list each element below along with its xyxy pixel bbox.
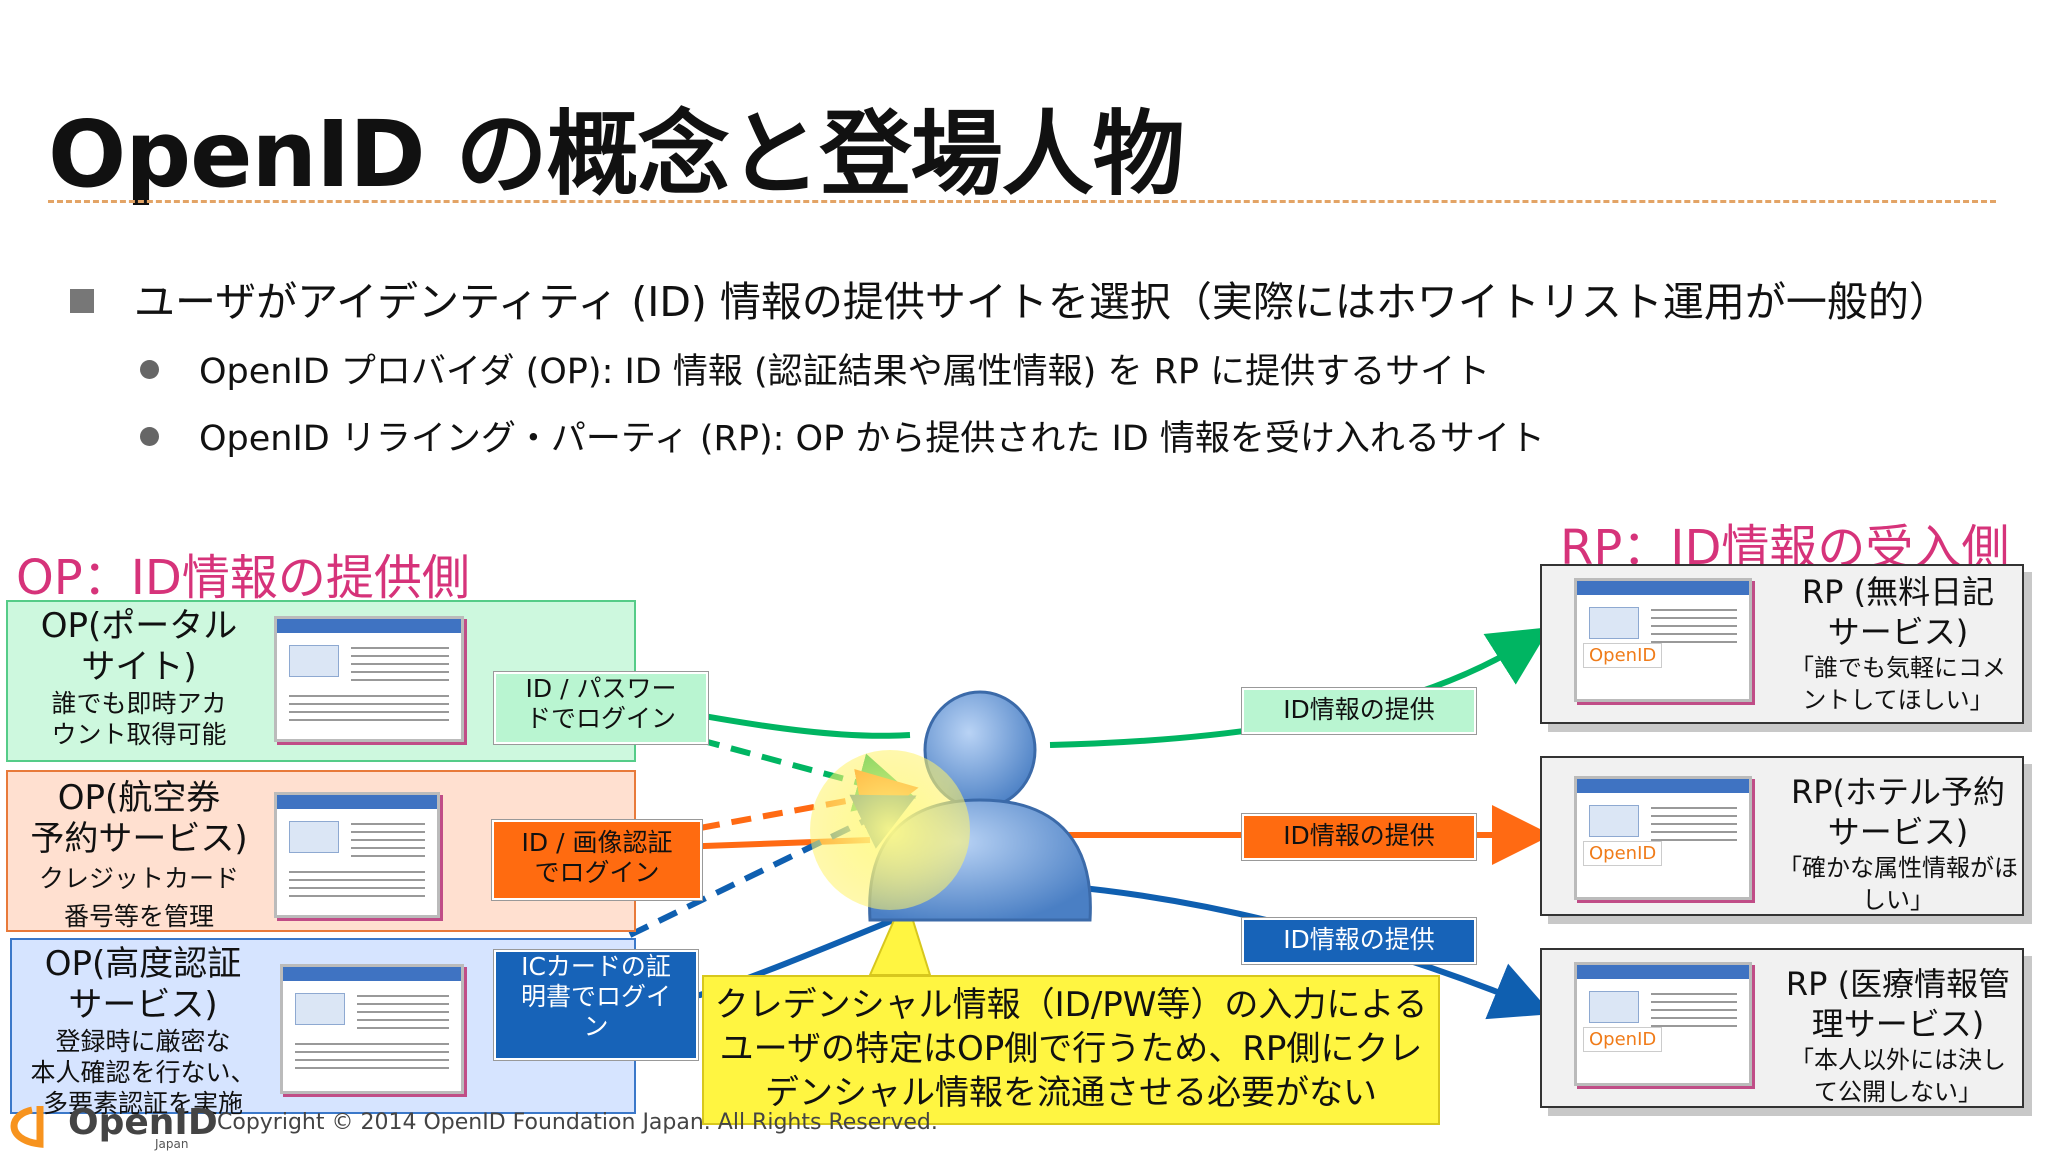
tag-line: ID / パスワー xyxy=(525,674,677,703)
op-airline-label: OP(航空券 予約サービス) クレジットカード 番号等を管理 xyxy=(8,778,270,936)
bullet-sub-op-text: OpenID プロバイダ (OP): ID 情報 (認証結果や属性情報) を R… xyxy=(199,352,1491,392)
op-desc: クレジットカード xyxy=(38,864,239,893)
rp-desc: 「本人以外には決し xyxy=(1790,1046,2006,1074)
tag-line: でログイン xyxy=(534,858,660,887)
op-desc: ウント取得可能 xyxy=(51,720,227,749)
browser-window-icon xyxy=(274,616,464,742)
rp-medical-label: RP (医療情報管 理サービス) 「本人以外には決し て公開しない」 xyxy=(1778,964,2018,1108)
rp-diary-label: RP (無料日記 サービス) 「誰でも気軽にコメ ントしてほしい」 xyxy=(1780,572,2016,716)
rp-name: RP(ホテル予約 xyxy=(1790,773,2006,811)
rp-name: RP (医療情報管 xyxy=(1785,965,2011,1003)
login-tag-image-auth: ID / 画像認証 でログイン xyxy=(492,820,702,900)
op-portal-label: OP(ポータル サイト) 誰でも即時アカ ウント取得可能 xyxy=(8,606,270,750)
page-title: OpenID の概念と登場人物 xyxy=(48,101,1185,208)
dot-bullet-icon xyxy=(140,359,159,379)
openid-logo-icon xyxy=(10,1106,44,1148)
callout-line: クレデンシャル情報（ID/PW等）の入力による xyxy=(714,985,1428,1025)
op-name: OP(高度認証 xyxy=(44,944,242,984)
rp-desc: しい」 xyxy=(1862,886,1934,914)
op-advanced-label: OP(高度認証 サービス) 登録時に厳密な 本人確認を行ない、 多要素認証を実施 xyxy=(12,944,274,1119)
bullet-sub-op: OpenID プロバイダ (OP): ID 情報 (認証結果や属性情報) を R… xyxy=(140,343,1490,394)
bullet-main-text: ユーザがアイデンティティ (ID) 情報の提供サイトを選択（実際にはホワイトリス… xyxy=(134,278,1950,326)
provide-tag-blue: ID情報の提供 xyxy=(1242,918,1476,964)
browser-window-icon xyxy=(280,964,464,1094)
rp-desc: て公開しない」 xyxy=(1814,1078,1982,1106)
op-name: 予約サービス) xyxy=(30,819,248,859)
callout-line: ユーザの特定はOP側で行うため、RP側にクレ xyxy=(719,1029,1423,1069)
tag-line: ン xyxy=(583,1012,609,1041)
op-name: サービス) xyxy=(68,985,218,1025)
rp-name: 理サービス) xyxy=(1811,1005,1985,1043)
rp-name: RP (無料日記 xyxy=(1801,573,1995,611)
square-bullet-icon xyxy=(70,289,94,313)
blue-dashed-login xyxy=(628,794,917,938)
op-heading: OP：ID情報の提供側 xyxy=(16,550,470,606)
rp-diary-panel: OpenID RP (無料日記 サービス) 「誰でも気軽にコメ ントしてほしい」 xyxy=(1540,564,2024,724)
op-desc: 番号等を管理 xyxy=(63,902,214,931)
rp-name: サービス) xyxy=(1827,613,1969,651)
tag-line: ドでログイン xyxy=(525,704,676,733)
callout-line: デンシャル情報を流通させる必要がない xyxy=(765,1073,1377,1113)
rp-hotel-panel: OpenID RP(ホテル予約 サービス) 「確かな属性情報がほ しい」 xyxy=(1540,756,2024,916)
browser-window-icon xyxy=(274,792,440,918)
rp-hotel-label: RP(ホテル予約 サービス) 「確かな属性情報がほ しい」 xyxy=(1776,772,2020,916)
op-desc: 登録時に厳密な xyxy=(55,1027,231,1056)
openid-window-logo: OpenID xyxy=(1583,643,1663,668)
browser-window-icon: OpenID xyxy=(1574,776,1752,900)
provide-tag-green: ID情報の提供 xyxy=(1242,688,1476,734)
dot-bullet-icon xyxy=(140,426,159,446)
bullet-sub-rp-text: OpenID リライング・パーティ (RP): OP から提供された ID 情報… xyxy=(199,419,1545,459)
bullet-main: ユーザがアイデンティティ (ID) 情報の提供サイトを選択（実際にはホワイトリス… xyxy=(70,268,1950,328)
rp-name: サービス) xyxy=(1827,813,1969,851)
op-desc: 多要素認証を実施 xyxy=(42,1089,243,1118)
op-name: サイト) xyxy=(81,647,197,687)
openid-window-logo: OpenID xyxy=(1583,1027,1663,1052)
op-name: OP(航空券 xyxy=(57,778,221,818)
provide-tag-orange: ID情報の提供 xyxy=(1242,814,1476,860)
footer-logo-text: OpenID xyxy=(68,1102,218,1143)
footer-copyright: Copyright © 2014 OpenID Foundation Japan… xyxy=(217,1110,938,1135)
rp-desc: 「誰でも気軽にコメ xyxy=(1790,654,2006,682)
rp-medical-panel: OpenID RP (医療情報管 理サービス) 「本人以外には決し て公開しない… xyxy=(1540,948,2024,1108)
op-name: OP(ポータル xyxy=(40,606,238,646)
login-tag-password: ID / パスワー ドでログイン xyxy=(494,672,708,744)
op-desc: 本人確認を行ない、 xyxy=(30,1058,256,1087)
op-desc: 誰でも即時アカ xyxy=(51,689,227,718)
title-divider xyxy=(48,200,1996,203)
footer-logo-sub: Japan xyxy=(155,1137,189,1151)
bullet-sub-rp: OpenID リライング・パーティ (RP): OP から提供された ID 情報… xyxy=(140,410,1545,461)
browser-window-icon: OpenID xyxy=(1574,962,1752,1086)
rp-desc: ントしてほしい」 xyxy=(1802,686,1994,714)
user-person-icon xyxy=(810,690,1092,922)
openid-window-logo: OpenID xyxy=(1583,841,1663,866)
rp-desc: 「確かな属性情報がほ xyxy=(1778,854,2018,882)
login-tag-ic-card: ICカードの証 明書でログイ ン xyxy=(494,950,698,1060)
browser-window-icon: OpenID xyxy=(1574,578,1752,702)
tag-line: 明書でログイ xyxy=(520,982,671,1011)
credential-callout: クレデンシャル情報（ID/PW等）の入力による ユーザの特定はOP側で行うため、… xyxy=(702,975,1440,1125)
tag-line: ID / 画像認証 xyxy=(521,828,673,857)
tag-line: ICカードの証 xyxy=(521,952,671,981)
